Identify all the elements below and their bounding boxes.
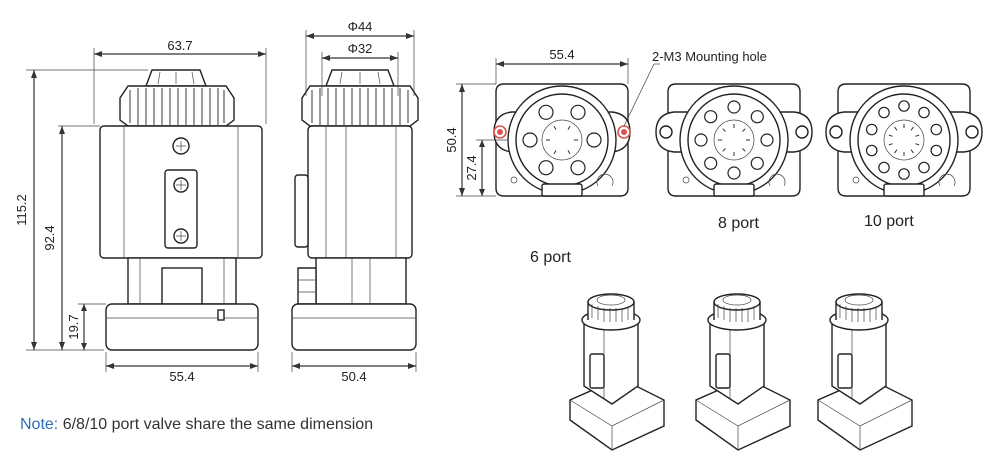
note-text: 6/8/10 port valve share the same dimensi…	[58, 416, 374, 433]
dim-top-center-height: 27.4	[464, 155, 479, 180]
port-tick	[567, 150, 571, 155]
port-hole	[750, 110, 764, 124]
dim-front-base-width: 55.4	[169, 369, 194, 384]
label-10-port: 10 port	[864, 213, 914, 230]
port-tick	[722, 128, 726, 132]
port-hole	[750, 156, 764, 170]
isometric-10-port	[817, 293, 913, 451]
isometric-8-port	[695, 293, 791, 451]
port-tick	[915, 134, 920, 137]
port-tick	[915, 143, 920, 146]
port-tick	[894, 126, 898, 131]
port-hole	[865, 123, 878, 136]
port-hole	[570, 160, 586, 176]
port-hole	[727, 166, 741, 180]
dimension-note: Note: 6/8/10 port valve share the same d…	[20, 416, 373, 434]
dim-side-base-width: 50.4	[341, 369, 366, 384]
port-tick	[742, 128, 746, 132]
front-knurl	[129, 88, 225, 125]
dim-side-outer-diameter: Φ44	[348, 19, 373, 34]
port-hole	[694, 133, 708, 147]
port-tick	[722, 148, 726, 152]
port-hole	[538, 104, 554, 120]
dim-top-width: 55.4	[549, 47, 574, 62]
top-view-10-port	[825, 83, 983, 197]
label-8-port: 8 port	[718, 215, 759, 232]
port-hole	[930, 144, 943, 157]
note-key: Note:	[20, 416, 59, 433]
port-hole	[704, 156, 718, 170]
front-dimensions: 63.7 115.2 92.4 19.7 55.4	[14, 38, 267, 384]
port-hole	[522, 132, 538, 148]
side-view	[291, 69, 419, 351]
dim-side-inner-diameter: Φ32	[348, 41, 373, 56]
port-hole	[865, 144, 878, 157]
side-dimensions: Φ44 Φ32 50.4	[291, 19, 417, 384]
port-hole	[878, 106, 890, 119]
dim-front-body-height: 92.4	[42, 225, 57, 250]
top-view-8-port	[655, 83, 813, 197]
port-tick	[553, 125, 557, 130]
port-hole	[930, 123, 943, 136]
dim-front-base-height: 19.7	[66, 314, 81, 339]
mounting-hole-callout: 2-M3 Mounting hole	[652, 49, 767, 64]
port-hole	[586, 132, 602, 148]
port-holes-8	[694, 100, 774, 180]
port-hole	[538, 160, 554, 176]
port-hole	[727, 100, 741, 114]
port-tick	[888, 134, 893, 137]
port-tick	[910, 126, 914, 131]
port-hole	[570, 104, 586, 120]
port-hole	[760, 133, 774, 147]
isometric-6-port	[569, 293, 665, 451]
mounting-hole-left-core	[497, 129, 503, 135]
label-6-port: 6 port	[530, 249, 571, 266]
front-view	[99, 69, 263, 351]
port-hole	[918, 106, 930, 119]
top-view-dimensions: 55.4 50.4 27.4 2-M3 Mounting hole	[444, 47, 767, 197]
port-tick	[888, 143, 893, 146]
port-hole	[704, 110, 718, 124]
mounting-hole-right-core	[621, 129, 627, 135]
port-tick	[742, 148, 746, 152]
port-hole	[898, 168, 910, 180]
top-view-6-port	[493, 83, 631, 197]
port-hole	[898, 100, 910, 112]
side-knurl	[311, 88, 409, 125]
port-tick	[567, 125, 571, 130]
dim-front-top-width: 63.7	[167, 38, 192, 53]
port-holes-10	[865, 100, 943, 180]
dim-top-height: 50.4	[444, 127, 459, 152]
port-tick	[894, 149, 898, 154]
port-hole	[918, 161, 930, 174]
dim-front-total-height: 115.2	[14, 194, 29, 226]
port-hole	[878, 161, 890, 174]
port-tick	[553, 150, 557, 155]
port-holes-6	[522, 104, 602, 176]
port-tick	[910, 149, 914, 154]
